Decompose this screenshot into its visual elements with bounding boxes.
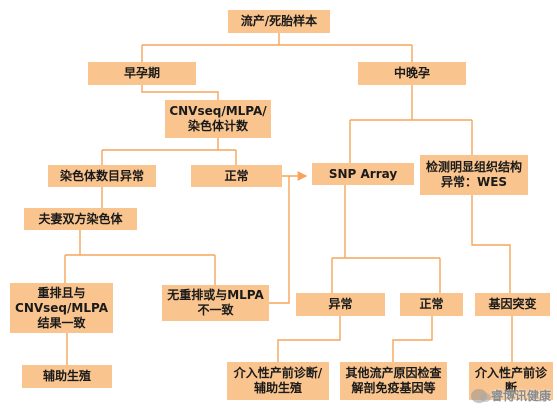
line-struct-mutation [471,195,511,293]
line-mid-split [349,85,473,163]
line-abn2-prenatal [277,316,341,362]
node-assisted-reproduction: 辅助生殖 [22,365,112,388]
node-rearrangement-consistent: 重排且与CNVseq/MLPA结果一致 [10,283,113,333]
node-other-causes: 其他流产原因检查解剖免疫基因等 [340,362,447,400]
node-abnormal-2: 异常 [296,293,385,316]
node-rearrangement-inconsistent: 无重排或与MLPA不一致 [162,285,269,321]
watermark: 睿博讯健康 [470,387,551,404]
node-early-pregnancy: 早孕期 [88,62,196,85]
watermark-text: 睿博讯健康 [490,389,551,403]
node-snp-array: SNP Array [312,163,414,185]
node-sample: 流产/死胎样本 [228,10,330,33]
node-prenatal-diagnosis-2: 介入性产前诊断 [469,362,553,400]
line-snp-split [331,185,441,293]
line-sample-split [141,33,413,62]
node-cnvseq-mlpa: CNVseq/MLPA/染色体计数 [165,100,271,138]
wechat-icon [470,388,491,403]
node-gene-mutation: 基因突变 [475,293,550,316]
line-couple-split [64,230,216,285]
node-prenatal-diagnosis-1: 介入性产前诊断/辅助生殖 [227,362,329,400]
node-normal-1: 正常 [191,165,282,187]
line-cnv-split [101,138,237,165]
node-chromosome-number-abnormal: 染色体数目异常 [48,165,156,187]
node-structural-wes: 检测明显组织结构异常：WES [420,155,528,195]
line-inconsist-snp [269,176,290,304]
line-normal2-other [392,316,433,362]
line-early-cnv [141,85,219,100]
node-normal-2: 正常 [400,293,463,316]
node-couple-chromosomes: 夫妻双方染色体 [24,208,137,230]
node-mid-late-pregnancy: 中晚孕 [358,62,466,85]
